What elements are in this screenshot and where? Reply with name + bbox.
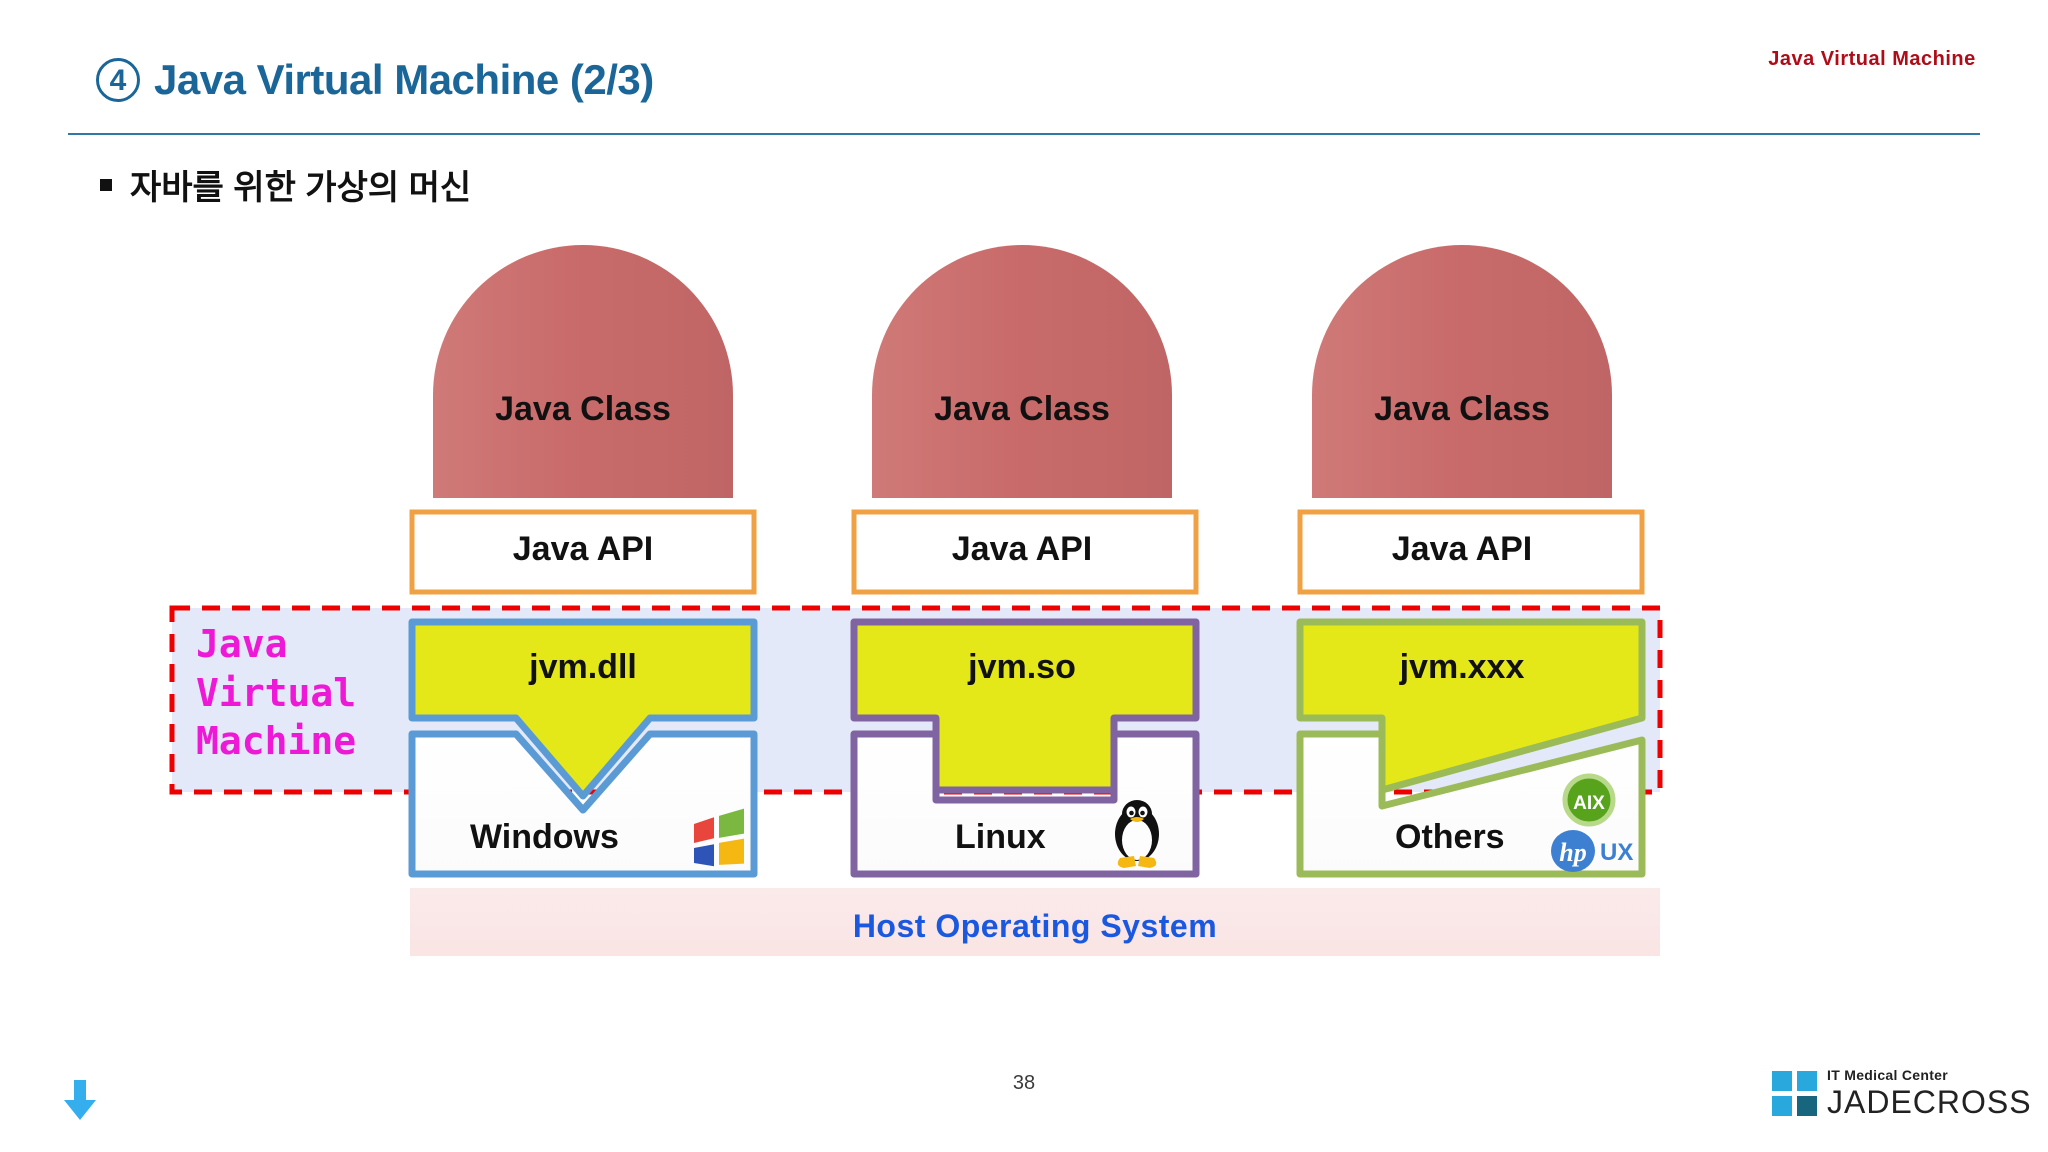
- java-api-label-3: Java API: [1391, 530, 1533, 568]
- logo-square-4: [1797, 1095, 1817, 1116]
- title-text: Java Virtual Machine (2/3): [154, 56, 654, 103]
- svg-text:hp: hp: [1559, 838, 1586, 867]
- jvm-lib-label-1: jvm.dll: [529, 648, 637, 686]
- java-api-box-1: [409, 509, 757, 595]
- java-api-label-2: Java API: [951, 530, 1093, 568]
- page-number: 38: [1012, 1072, 1036, 1094]
- aix-hpux-logo-icon: AIX hp UX: [1551, 773, 1633, 872]
- jvm-band-label-line-1: Java: [196, 622, 288, 666]
- title-number-badge: 4: [96, 58, 140, 102]
- jvm-lib-label-2: jvm.so: [968, 648, 1076, 686]
- java-class-dome-3: [1312, 245, 1612, 498]
- title-divider: [68, 133, 1980, 135]
- logo-tagline: IT Medical Center: [1827, 1067, 1949, 1083]
- down-arrow-icon[interactable]: [62, 1078, 98, 1122]
- logo-square-3: [1772, 1095, 1792, 1116]
- windows-logo-icon: [694, 808, 744, 867]
- logo-squares-icon: [1772, 1070, 1817, 1116]
- host-os-label: Host Operating System: [852, 908, 1218, 944]
- svg-text:UX: UX: [1600, 839, 1633, 866]
- page-title: 4 Java Virtual Machine (2/3): [96, 56, 654, 104]
- java-class-dome-1: [433, 245, 733, 498]
- jvm-lib-label-3: jvm.xxx: [1399, 648, 1525, 686]
- os-label-1: Windows: [470, 818, 619, 856]
- jvm-band-label-line-2: Virtual: [196, 670, 357, 715]
- jvm-band-label: Java Virtual Machine: [196, 620, 396, 766]
- header-right-label: Java Virtual Machine: [1768, 48, 1976, 70]
- java-api-box-3: [1297, 509, 1645, 595]
- os-box-3: [1296, 730, 1646, 878]
- java-class-label-3: Java Class: [1374, 390, 1550, 428]
- bullet-item: 자바를 위한 가상의 머신: [100, 160, 471, 209]
- os-label-2: Linux: [955, 818, 1046, 856]
- jvm-block-3: [1296, 618, 1646, 794]
- java-api-box-2: [851, 509, 1199, 595]
- os-box-2: [850, 730, 1200, 878]
- java-class-label-2: Java Class: [934, 390, 1110, 428]
- java-class-label-1: Java Class: [495, 390, 671, 428]
- logo-square-2: [1797, 1070, 1817, 1091]
- tux-penguin-icon: [1115, 800, 1159, 868]
- logo-wordmark: IT Medical Center JADECROSS: [1827, 1068, 2032, 1118]
- jvm-block-1: [408, 618, 758, 800]
- java-api-label-1: Java API: [512, 530, 654, 568]
- jvm-block-2: [850, 618, 1200, 794]
- logo-name: JADECROSS: [1827, 1084, 2032, 1120]
- os-label-3: Others: [1395, 818, 1505, 856]
- logo-square-1: [1772, 1070, 1792, 1091]
- jvm-band-label-line-3: Machine: [196, 719, 357, 764]
- java-class-dome-2: [872, 245, 1172, 498]
- os-box-1: [408, 730, 758, 878]
- jadecross-logo: IT Medical Center JADECROSS: [1772, 1068, 2032, 1118]
- svg-text:AIX: AIX: [1573, 793, 1605, 814]
- bullet-text: 자바를 위한 가상의 머신: [130, 169, 472, 207]
- bullet-square-icon: [100, 178, 112, 191]
